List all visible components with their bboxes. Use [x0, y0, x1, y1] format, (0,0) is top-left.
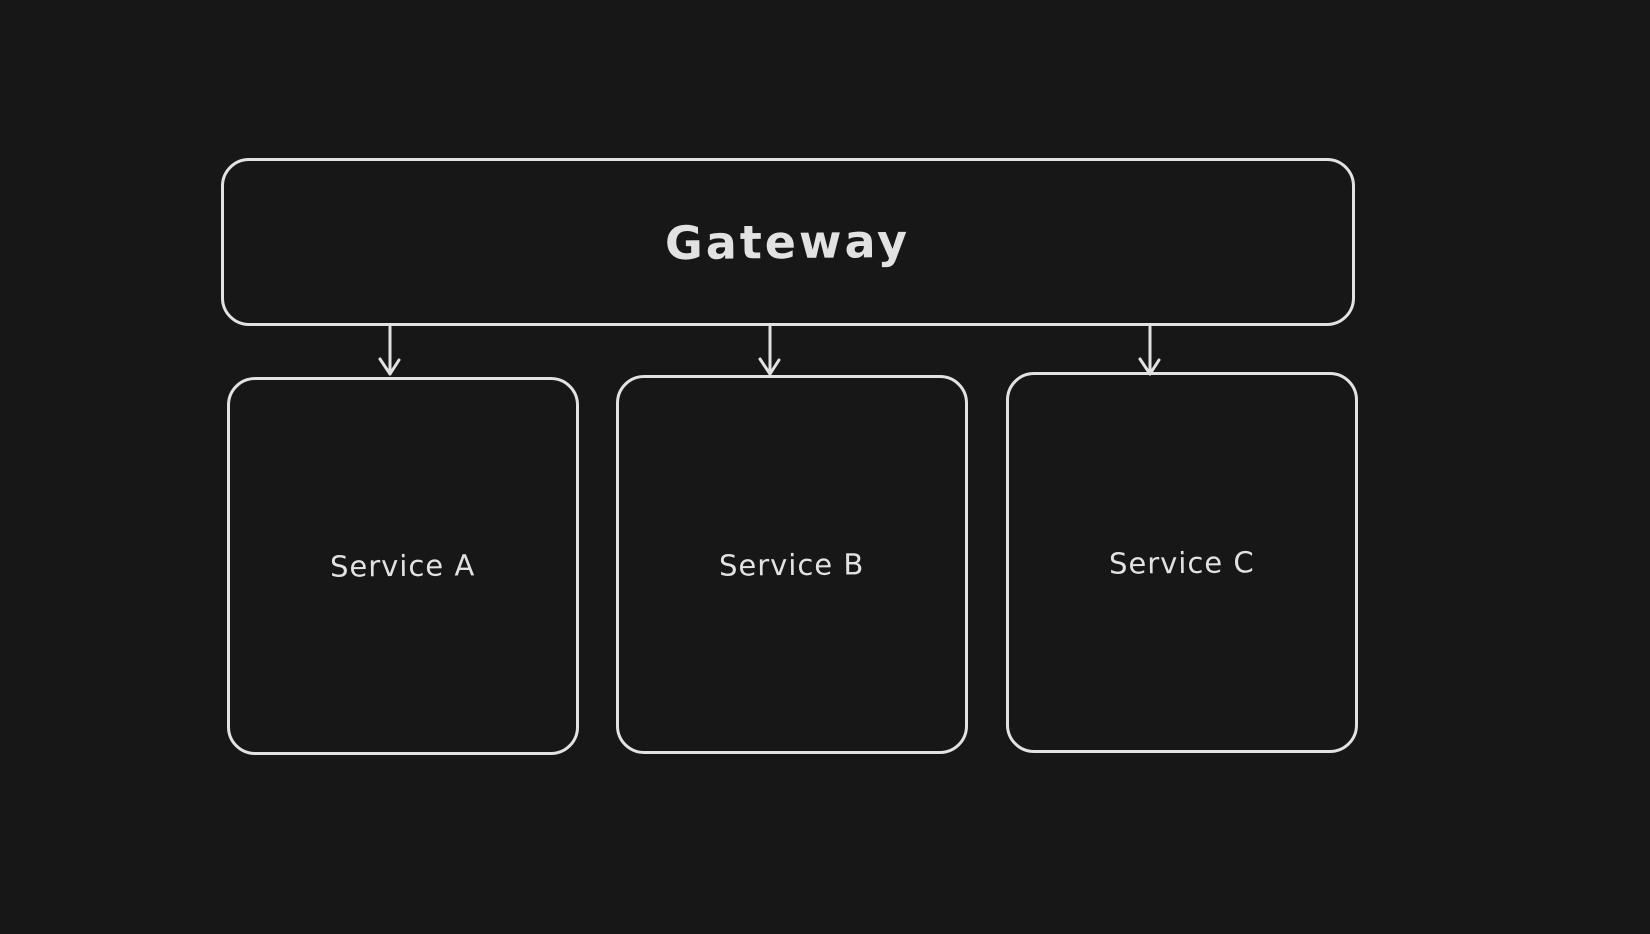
service-c-label: Service C — [1109, 544, 1255, 581]
arrow-gateway-to-service-b[interactable] — [752, 326, 788, 378]
service-b-label: Service B — [719, 546, 865, 583]
gateway-node[interactable]: Gateway — [221, 158, 1355, 326]
arrow-down-icon — [758, 326, 781, 376]
service-c-node[interactable]: Service C — [1006, 372, 1358, 753]
arrow-gateway-to-service-c[interactable] — [1132, 326, 1168, 378]
arrow-gateway-to-service-a[interactable] — [372, 326, 408, 378]
service-a-label: Service A — [330, 548, 476, 584]
arrow-down-icon — [378, 326, 401, 376]
service-b-node[interactable]: Service B — [616, 375, 968, 754]
service-a-node[interactable]: Service A — [227, 377, 579, 755]
arrow-down-icon — [1138, 326, 1161, 376]
gateway-label: Gateway — [665, 213, 911, 271]
